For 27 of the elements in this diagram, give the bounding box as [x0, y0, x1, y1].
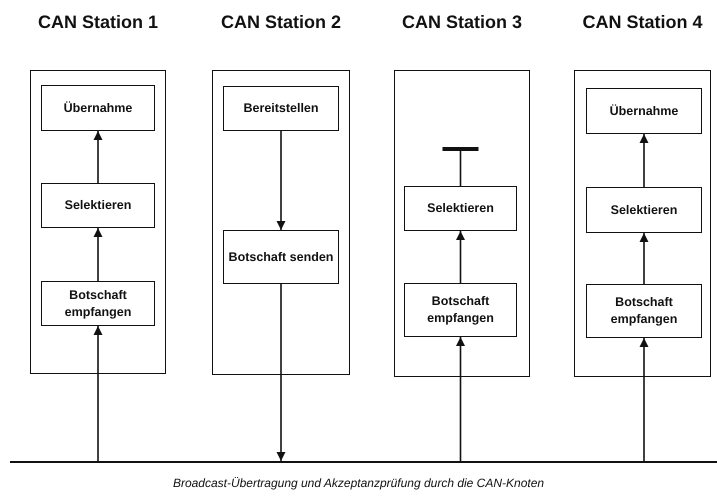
- station-heading: CAN Station 1: [36, 12, 159, 33]
- process-box: Selektieren: [41, 183, 155, 228]
- arrow: [94, 131, 102, 183]
- arrow: [640, 233, 648, 284]
- station-heading: CAN Station 2: [220, 12, 342, 33]
- arrow: [94, 228, 102, 281]
- process-box: Botschaft senden: [223, 230, 339, 284]
- station-heading: CAN Station 4: [581, 12, 704, 33]
- process-box: Botschaft empfangen: [586, 284, 702, 338]
- blocked-connector: [442, 147, 478, 186]
- process-box: Übernahme: [41, 85, 155, 131]
- arrow: [640, 134, 648, 187]
- bus-line: [10, 461, 717, 463]
- process-box: Bereitstellen: [223, 86, 339, 131]
- arrow: [456, 231, 465, 283]
- process-box: Selektieren: [586, 187, 702, 233]
- process-box: Selektieren: [404, 186, 517, 231]
- caption: Broadcast-Übertragung und Akzeptanzprüfung durch die CAN-Knoten: [172, 476, 546, 490]
- arrow: [456, 337, 465, 461]
- process-box: Botschaft empfangen: [404, 283, 517, 337]
- station-heading: CAN Station 3: [400, 12, 523, 33]
- arrow: [94, 326, 102, 461]
- arrow: [640, 338, 648, 461]
- process-box: Übernahme: [586, 88, 702, 134]
- arrow: [276, 284, 286, 461]
- arrow: [276, 131, 286, 230]
- process-box: Botschaft empfangen: [41, 281, 155, 326]
